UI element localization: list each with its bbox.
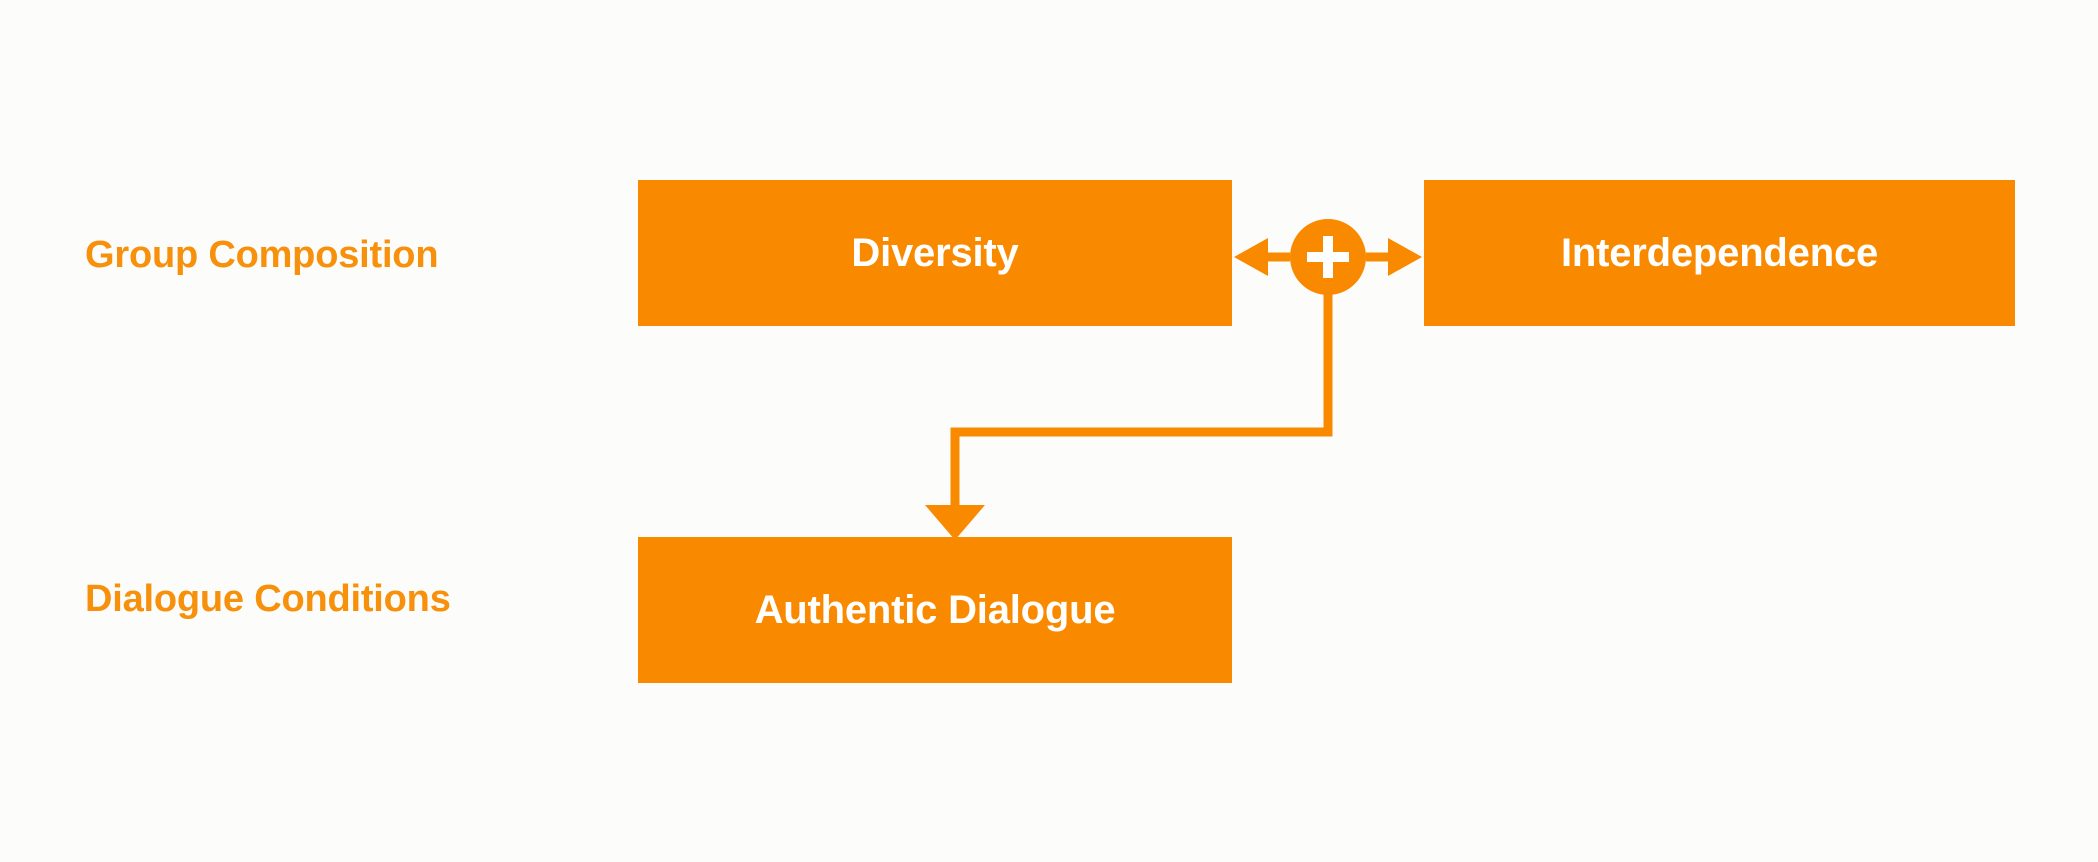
- plus-vertical-bar: [1323, 236, 1333, 278]
- plus-circle-icon: [1290, 219, 1366, 295]
- down-arrowhead-icon: [925, 505, 985, 540]
- row-label-dialogue-conditions: Dialogue Conditions: [85, 578, 451, 620]
- node-box-interdependence[interactable]: Interdependence: [1424, 180, 2015, 326]
- row-label-group-composition: Group Composition: [85, 234, 439, 276]
- node-label-diversity: Diversity: [851, 231, 1019, 275]
- node-label-interdependence: Interdependence: [1560, 231, 1879, 275]
- right-arrowhead-icon: [1388, 238, 1422, 276]
- node-box-diversity[interactable]: Diversity: [638, 180, 1232, 326]
- left-arrowhead-icon: [1234, 238, 1268, 276]
- node-label-authentic-dialogue: Authentic Dialogue: [754, 588, 1116, 632]
- node-box-authentic-dialogue[interactable]: Authentic Dialogue: [638, 537, 1232, 683]
